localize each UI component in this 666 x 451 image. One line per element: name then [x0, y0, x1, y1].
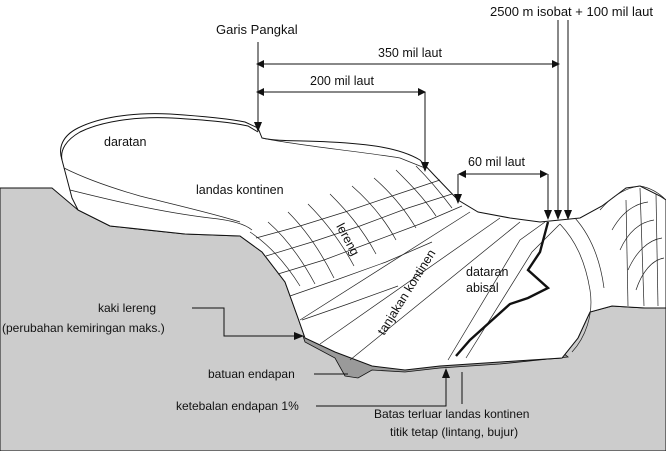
label-batas-2: titik tetap (lintang, bujur) [390, 425, 518, 439]
shelf-surface-2 [261, 137, 426, 169]
dimension-lines [254, 20, 572, 220]
slope-contours [249, 165, 463, 321]
shelf-surface [63, 167, 241, 223]
outer-limit-line [455, 221, 551, 357]
daratan-outline [61, 117, 259, 161]
land-shelf-body [60, 113, 666, 371]
label-kaki-lereng-1: kaki lereng [98, 301, 156, 315]
label-garis-pangkal: Garis Pangkal [216, 22, 298, 37]
label-landas-kontinen: landas kontinen [196, 183, 284, 197]
label-60-mil: 60 mil laut [468, 155, 525, 169]
label-batas-1: Batas terluar landas kontinen [374, 407, 529, 421]
land-ridge-line [69, 189, 253, 231]
right-hills [599, 185, 666, 307]
label-batuan-endapan: batuan endapan [208, 367, 295, 381]
label-200-mil: 200 mil laut [310, 74, 374, 88]
label-kaki-lereng-2: (perubahan kemiringan maks.) [2, 321, 165, 335]
label-isobath: 2500 m isobat + 100 mil laut [490, 4, 653, 19]
label-dataran: dataran [466, 265, 508, 279]
rise-lines [299, 211, 521, 361]
label-abisal: abisal [466, 281, 499, 295]
label-ketebalan-endapan: ketebalan endapan 1% [176, 399, 299, 413]
label-daratan: daratan [104, 135, 146, 149]
label-350-mil: 350 mil laut [378, 46, 442, 60]
leader-lines [192, 307, 463, 407]
